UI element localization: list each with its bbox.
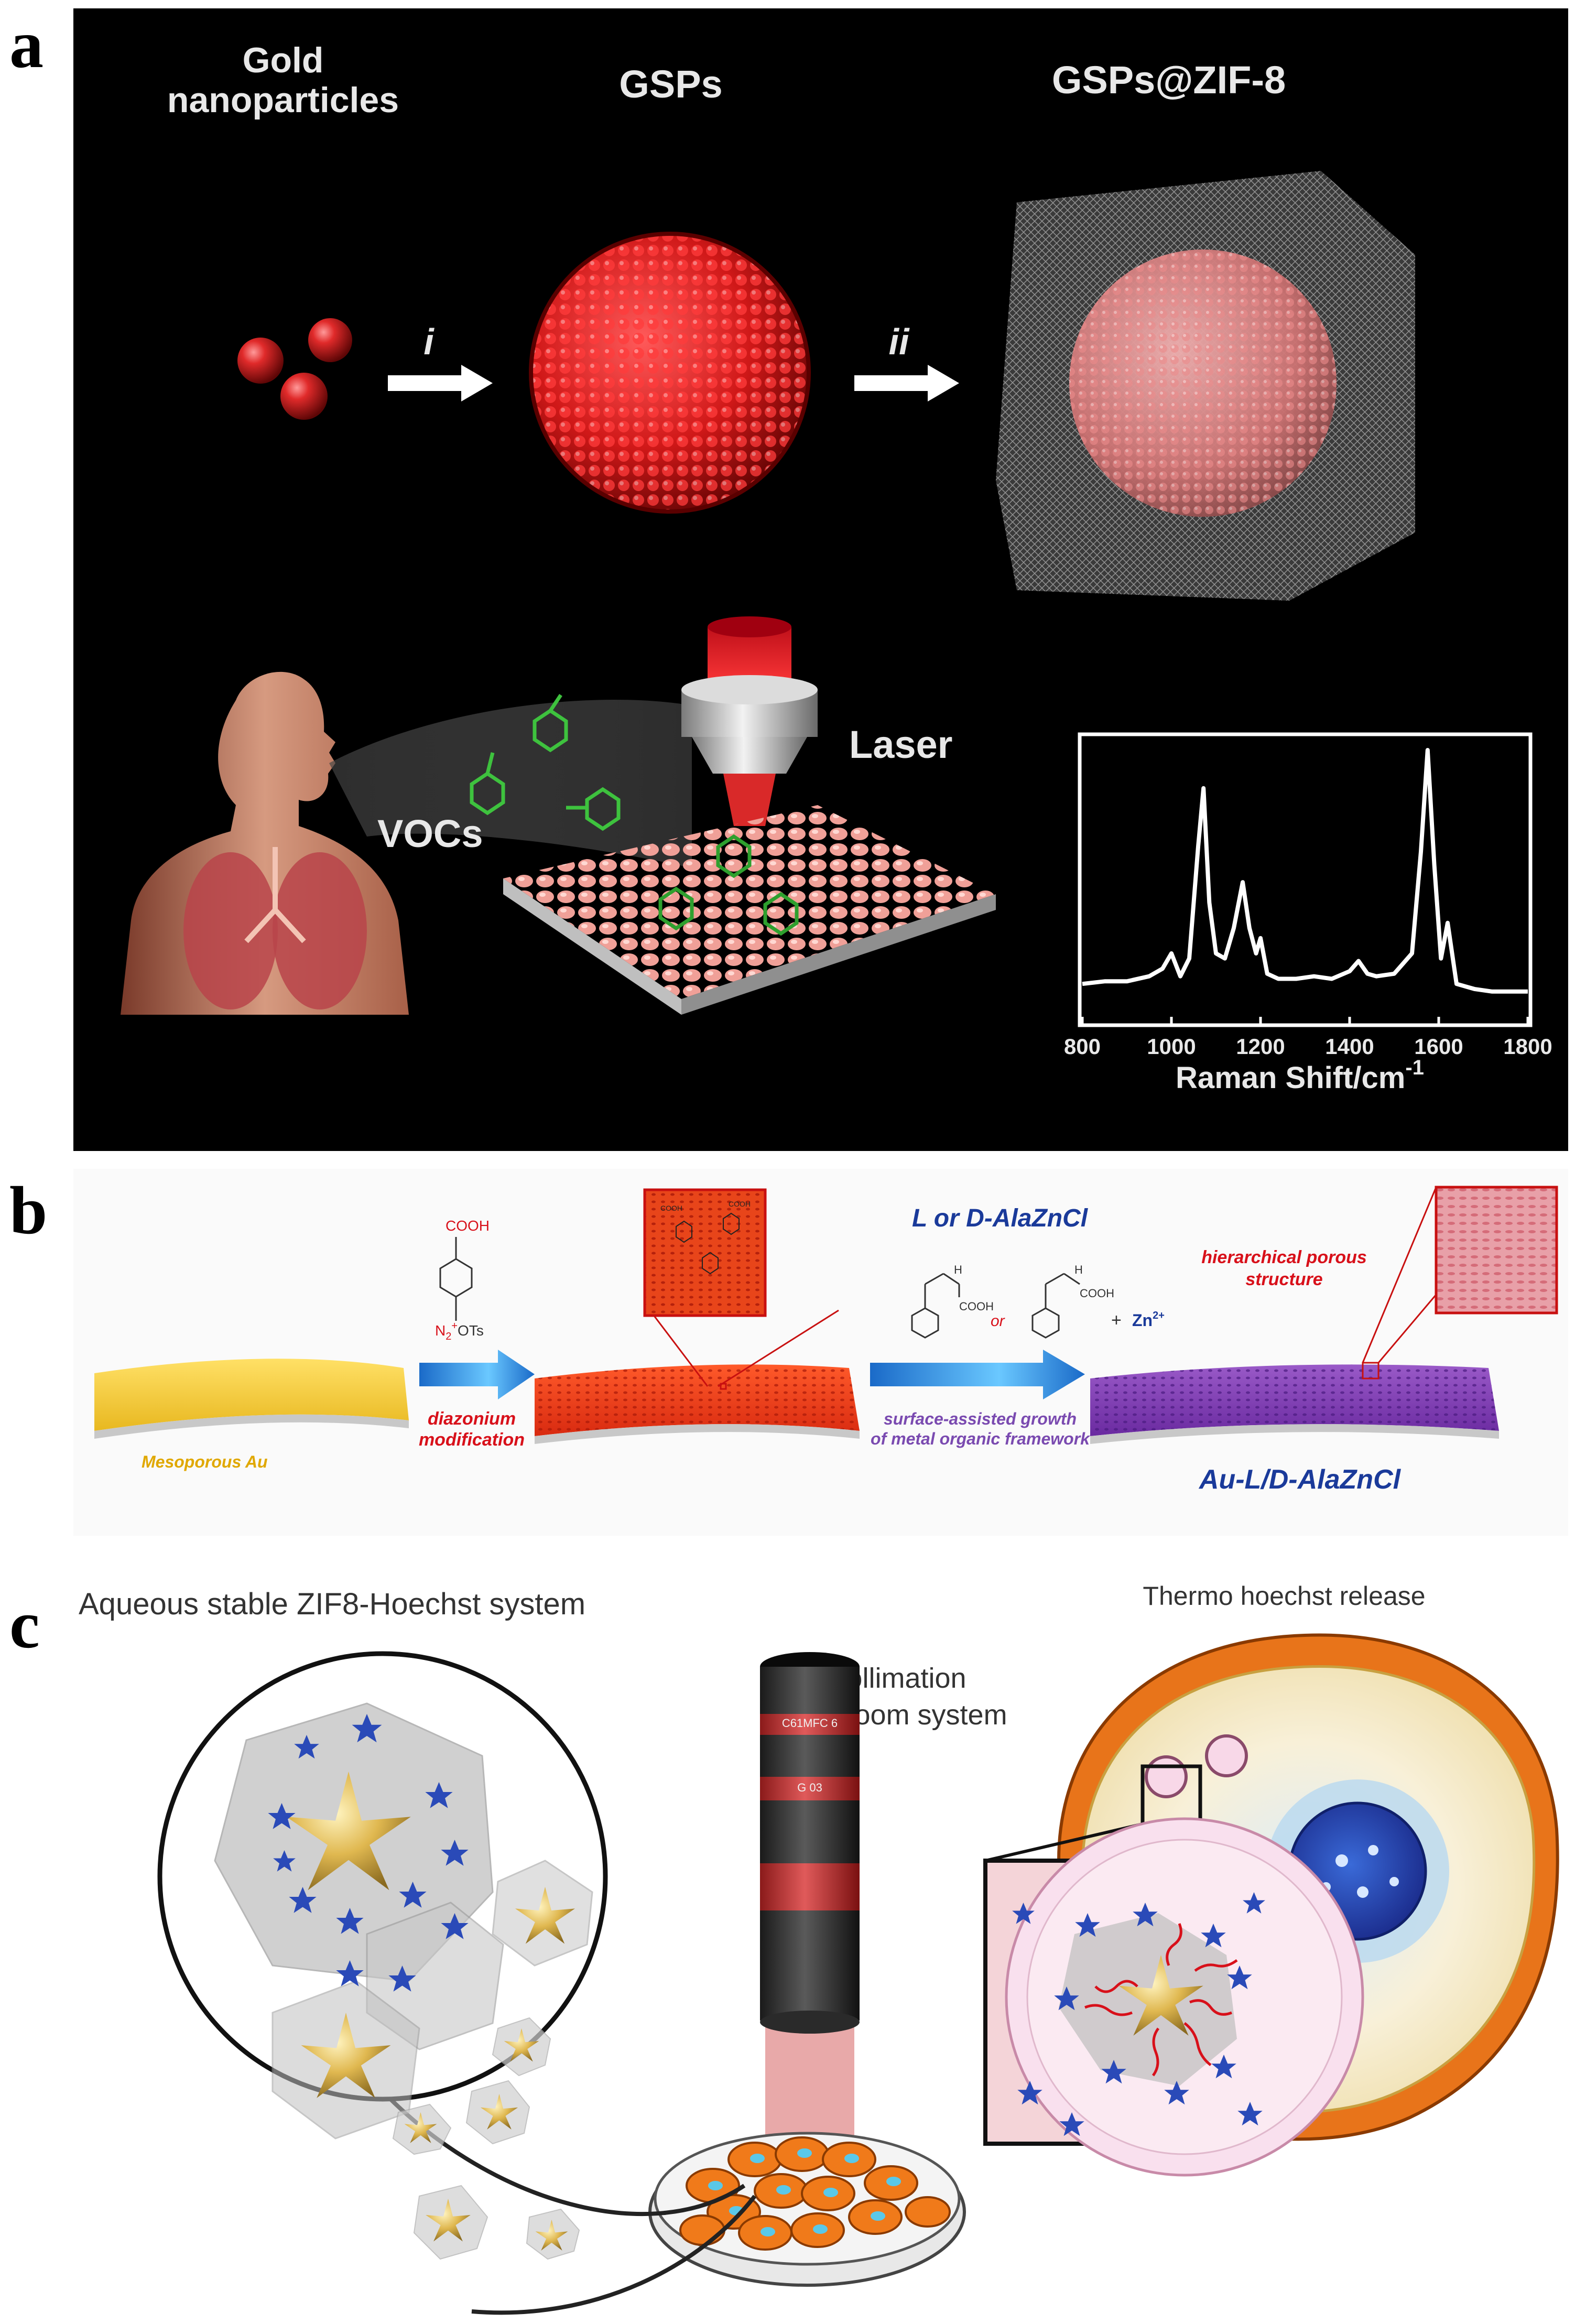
spectrum-x-tick-label: 1000 <box>1147 1034 1196 1059</box>
spectrum-x-tick-label: 1800 <box>1503 1034 1552 1059</box>
hierarchical-label-line1: hierarchical porous <box>1201 1247 1367 1267</box>
gsp-sphere-icon <box>529 232 811 514</box>
gold-nanoparticles-label-line2: nanoparticles <box>167 80 399 120</box>
arrow-diazonium-icon <box>419 1350 535 1399</box>
cell-zoom-inset <box>983 1764 1364 2177</box>
vocs-label: VOCs <box>377 812 483 855</box>
modified-au-sheet-icon <box>535 1364 860 1444</box>
gsps-label: GSPs <box>619 62 722 106</box>
arrow-mof-growth-icon <box>870 1350 1085 1399</box>
laser-objective-icon <box>681 616 818 826</box>
title-right: Thermo hoechst release <box>1143 1581 1425 1611</box>
adsorbed-molecule-icon <box>658 834 799 936</box>
diazonium-reagent-structure <box>439 1237 473 1321</box>
diazonium-label-line2: modification <box>419 1430 525 1450</box>
spectrum-x-tick-label: 1400 <box>1325 1034 1374 1059</box>
panel-b: Mesoporous Au COOH N2+OTs diazonium modi… <box>73 1169 1568 1536</box>
inset-cooh-1: COOH <box>660 1204 682 1212</box>
ligand-d-nh: H <box>1074 1263 1083 1276</box>
spectrum-x-tick-label: 1200 <box>1236 1034 1285 1059</box>
diazonium-label-line1: diazonium <box>428 1409 516 1429</box>
human-lungs-icon <box>121 671 409 1015</box>
gsps-zif8-label: GSPs@ZIF-8 <box>1052 58 1286 102</box>
collimation-zoom-lens-icon: C61MFC 6 G 03 <box>760 1652 860 2034</box>
sers-substrate-icon <box>503 805 996 1015</box>
modified-surface-inset: COOH COOH <box>643 1188 839 1390</box>
spectrum-x-tick-label: 1600 <box>1414 1034 1463 1059</box>
panel-label-a: a <box>9 7 44 82</box>
spectrum-frame <box>1078 732 1533 1027</box>
lens-text-1: C61MFC 6 <box>782 1717 838 1730</box>
spectrum-x-tick-label: 800 <box>1064 1034 1101 1059</box>
porous-structure-inset <box>1362 1186 1558 1380</box>
ligand-l-cooh: COOH <box>959 1300 994 1313</box>
gold-nanoparticles-label-line1: Gold <box>243 40 324 80</box>
arrow-ii-icon <box>854 365 959 401</box>
ligand-title: L or D-AlaZnCl <box>912 1204 1089 1232</box>
panel-a: Gold nanoparticles GSPs GSPs@ZIF-8 i ii <box>73 8 1568 1151</box>
step-i-label: i <box>423 321 435 362</box>
ligand-d-cooh: COOH <box>1080 1287 1114 1300</box>
mesoporous-au-sheet-icon <box>94 1359 409 1439</box>
au-alaznci-sheet-icon <box>1090 1364 1499 1444</box>
gold-nanoparticles-icon <box>237 318 352 420</box>
raman-spectrum-inset: 800 1000 1200 1400 1600 1800 Raman Shift/cm-1 <box>1064 732 1552 1095</box>
zif8-hoechst-magnifier <box>157 1651 757 2315</box>
lens-text-2: G 03 <box>797 1781 822 1794</box>
growth-label-line2: of metal organic framework <box>871 1429 1091 1448</box>
ligand-or: or <box>991 1312 1005 1330</box>
reagent-n2-label: N2+OTs <box>435 1320 484 1342</box>
step-ii-label: ii <box>889 321 910 362</box>
zif8-nanoparticle-icon <box>392 2017 580 2260</box>
arrow-i-icon <box>388 365 493 401</box>
spectrum-xlabel: Raman Shift/cm-1 <box>1176 1056 1424 1095</box>
zn-plus: + <box>1111 1310 1122 1330</box>
laser-label: Laser <box>849 723 952 766</box>
panel-label-b: b <box>9 1173 48 1248</box>
inset-cooh-2: COOH <box>729 1200 751 1208</box>
ligand-l-structure <box>911 1273 960 1339</box>
voc-molecule-icon <box>470 694 621 831</box>
zn-label: Zn2+ <box>1132 1310 1165 1330</box>
mesoporous-au-label: Mesoporous Au <box>142 1452 268 1471</box>
panel-c: Aqueous stable ZIF8-Hoechst system Colli… <box>73 1567 1568 2324</box>
petri-dish-icon <box>648 2132 966 2287</box>
spectrum-series-line <box>1082 748 1528 994</box>
product-label: Au-L/D-AlaZnCl <box>1198 1464 1402 1495</box>
ligand-d-structure <box>1031 1273 1080 1339</box>
growth-label-line1: surface-assisted growth <box>884 1409 1077 1428</box>
title-left: Aqueous stable ZIF8-Hoechst system <box>79 1587 585 1621</box>
hierarchical-label-line2: structure <box>1245 1269 1322 1289</box>
ligand-l-nh: H <box>954 1263 962 1276</box>
gsps-zif8-icon <box>996 171 1415 601</box>
reagent-cooh: COOH <box>446 1218 490 1234</box>
panel-label-c: c <box>9 1587 40 1663</box>
